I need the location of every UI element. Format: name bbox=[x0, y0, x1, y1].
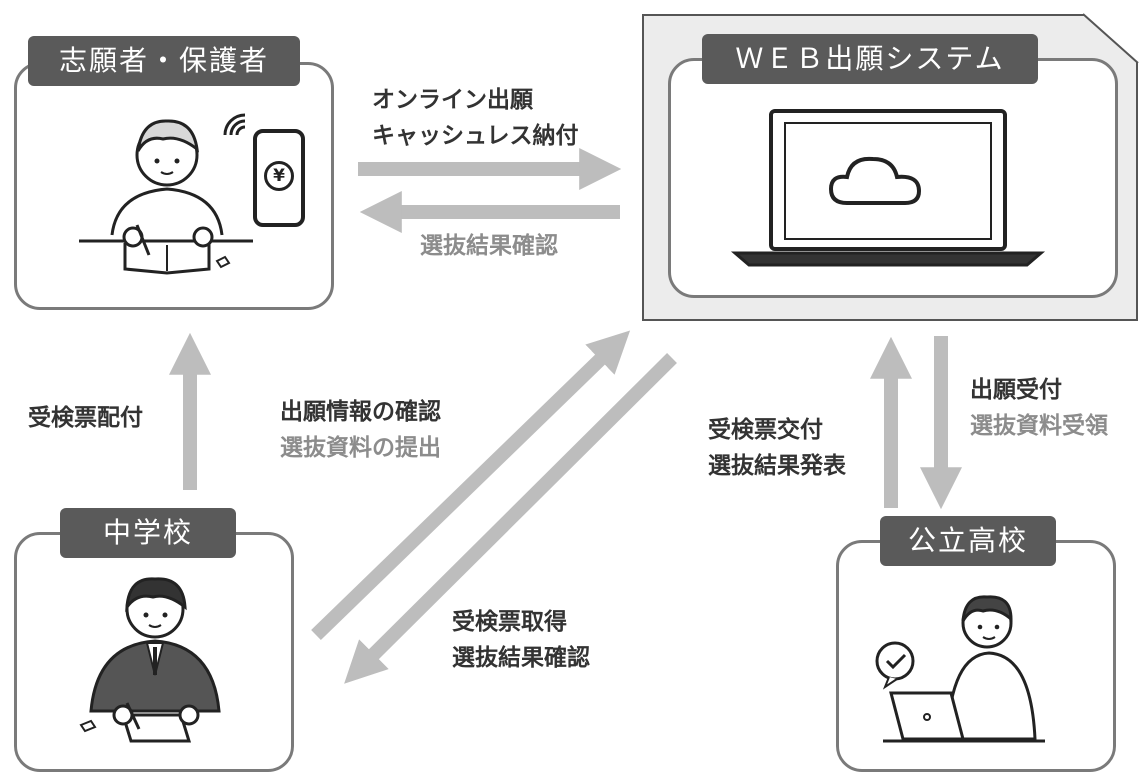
label-junior-to-web: 出願情報の確認 選抜資料の提出 bbox=[280, 394, 441, 466]
label-selection-result-check-junior: 選抜結果確認 bbox=[452, 645, 590, 671]
label-application-reception: 出願受付 bbox=[970, 377, 1062, 403]
label-junior-to-applicant: 受検票配付 bbox=[28, 400, 143, 436]
label-exam-ticket-distribution: 受検票配付 bbox=[28, 405, 143, 431]
junior-high-node bbox=[14, 532, 294, 772]
public-high-node bbox=[836, 540, 1116, 772]
smartphone-icon: ¥ bbox=[253, 129, 305, 227]
label-web-to-high: 出願受付 選抜資料受領 bbox=[970, 372, 1108, 444]
arrow-web-to-junior bbox=[344, 353, 677, 684]
label-application-info-check: 出願情報の確認 bbox=[280, 399, 441, 425]
student-studying-illustration bbox=[79, 119, 253, 275]
wireless-signal-icon bbox=[223, 113, 246, 136]
web-system-node bbox=[668, 58, 1118, 298]
label-cashless-payment: キャッシュレス納付 bbox=[372, 123, 579, 149]
applicant-node: ¥ bbox=[14, 62, 334, 310]
yen-coin-icon: ¥ bbox=[264, 161, 294, 191]
laptop-cloud-illustration bbox=[730, 109, 1046, 267]
arrow-junior-to-web bbox=[311, 330, 631, 641]
teacher-writing-illustration bbox=[79, 577, 221, 743]
staff-laptop-illustration bbox=[875, 595, 1045, 743]
label-selection-result-check: 選抜結果確認 bbox=[420, 233, 558, 259]
label-high-to-web: 受検票交付 選抜結果発表 bbox=[708, 412, 846, 484]
label-exam-ticket-issuance: 受検票交付 bbox=[708, 417, 823, 443]
label-selection-material-receipt: 選抜資料受領 bbox=[970, 413, 1108, 439]
web-system-label: ＷＥＢ出願システム bbox=[702, 34, 1038, 84]
label-selection-material-submission: 選抜資料の提出 bbox=[280, 435, 441, 461]
applicant-label: 志願者・保護者 bbox=[28, 36, 300, 86]
label-exam-ticket-acquisition: 受検票取得 bbox=[452, 609, 567, 635]
label-selection-result-announcement: 選抜結果発表 bbox=[708, 453, 846, 479]
label-web-to-applicant: 選抜結果確認 bbox=[420, 228, 558, 264]
label-applicant-to-web: オンライン出願 キャッシュレス納付 bbox=[372, 82, 579, 154]
junior-high-label: 中学校 bbox=[60, 508, 236, 558]
label-online-application: オンライン出願 bbox=[372, 87, 533, 113]
label-web-to-junior: 受検票取得 選抜結果確認 bbox=[452, 604, 590, 676]
public-high-label: 公立高校 bbox=[880, 516, 1056, 566]
